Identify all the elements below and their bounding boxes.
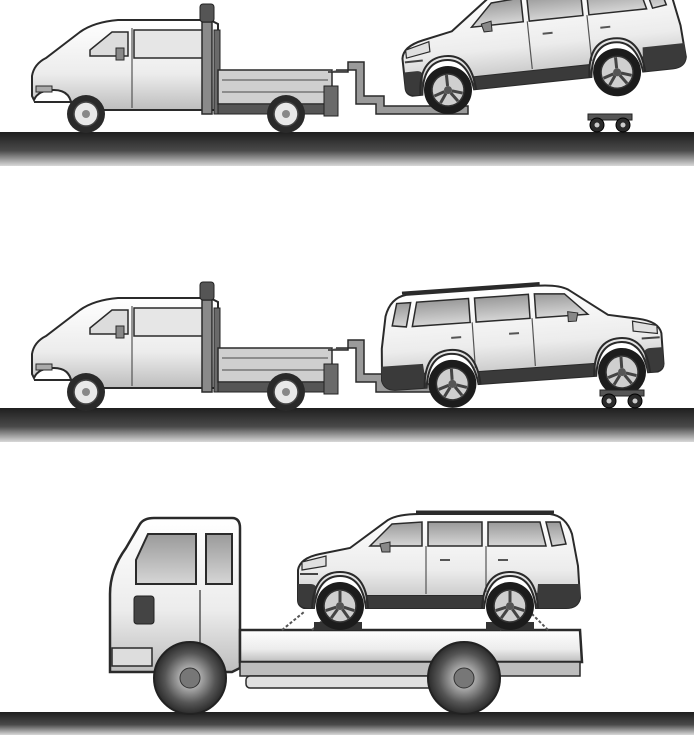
scene-3-flatbed (0, 512, 694, 735)
dolly-1 (587, 113, 633, 133)
dolly-2 (599, 389, 645, 409)
suv-1 (396, 0, 689, 118)
ground-2 (0, 408, 694, 442)
suv-3 (298, 512, 580, 630)
ground-1 (0, 132, 694, 166)
scene-2-wheel-lift-reverse (0, 275, 694, 442)
scene-1-wheel-lift (0, 0, 694, 166)
flatbed-truck (108, 516, 584, 715)
ground-3 (0, 712, 694, 735)
